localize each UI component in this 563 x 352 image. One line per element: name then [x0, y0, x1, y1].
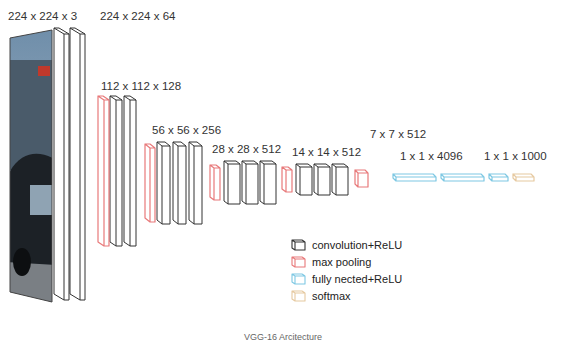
- conv-slab: [157, 142, 170, 224]
- legend-entry: fully nected+ReLU: [290, 272, 402, 286]
- pool-slab: [145, 144, 155, 222]
- figure-caption: VGG-16 Arcitecture: [244, 332, 322, 343]
- pool-layers: [98, 96, 368, 246]
- legend-swatch: [290, 273, 306, 286]
- conv-slab: [260, 161, 276, 204]
- conv-slab: [54, 28, 69, 300]
- dimension-label: 56 x 56 x 256: [152, 124, 221, 137]
- dimension-label: 1 x 1 x 4096: [400, 150, 463, 163]
- dimension-label: 14 x 14 x 512: [292, 146, 361, 159]
- legend-swatch-box: [292, 240, 305, 250]
- legend-swatch-box: [292, 274, 305, 284]
- conv-slab: [332, 164, 348, 195]
- conv-slab: [70, 28, 85, 300]
- image-wheel: [13, 248, 31, 276]
- input-image: [8, 28, 56, 310]
- legend-text: convolution+ReLU: [312, 238, 402, 252]
- legend-swatch: [290, 290, 306, 303]
- conv-slab: [296, 164, 312, 195]
- conv-slab: [224, 161, 240, 204]
- pool-slab: [355, 170, 368, 187]
- dimension-label: 112 x 112 x 128: [101, 80, 181, 93]
- legend-swatch-box: [292, 291, 305, 301]
- conv-slab: [110, 96, 122, 246]
- dimension-label: 1 x 1 x 1000: [484, 150, 547, 163]
- dimension-label: 7 x 7 x 512: [370, 128, 426, 141]
- conv-slab: [124, 96, 136, 246]
- fc-bar: [441, 174, 484, 181]
- legend-text: fully nected+ReLU: [312, 272, 402, 286]
- pool-slab: [98, 96, 109, 246]
- legend-text: max pooling: [312, 255, 371, 269]
- fc-bar: [489, 174, 508, 181]
- legend-swatch: [290, 239, 306, 252]
- legend-swatch: [290, 256, 306, 269]
- pool-slab: [282, 167, 292, 192]
- fc-layers: [393, 174, 508, 181]
- legend-entry: max pooling: [290, 255, 371, 269]
- conv-layers: [54, 28, 348, 300]
- legend-text: softmax: [312, 289, 351, 303]
- legend-swatch-box: [292, 257, 305, 267]
- conv-slab: [189, 142, 202, 224]
- legend-entry: softmax: [290, 289, 351, 303]
- image-sign: [38, 66, 50, 76]
- conv-slab: [242, 161, 258, 204]
- softmax-layer: [513, 174, 534, 181]
- dimension-label: 224 x 224 x 64: [100, 10, 175, 23]
- softmax-bar: [513, 174, 534, 181]
- image-building: [8, 60, 56, 170]
- image-car: [8, 154, 56, 265]
- image-frame: [10, 30, 52, 302]
- dimension-label: 224 x 224 x 3: [8, 10, 77, 23]
- legend-entry: convolution+ReLU: [290, 238, 402, 252]
- conv-slab: [173, 142, 186, 224]
- fc-bar: [393, 174, 436, 181]
- dimension-label: 28 x 28 x 512: [212, 143, 281, 156]
- pool-slab: [210, 165, 220, 200]
- conv-slab: [314, 164, 330, 195]
